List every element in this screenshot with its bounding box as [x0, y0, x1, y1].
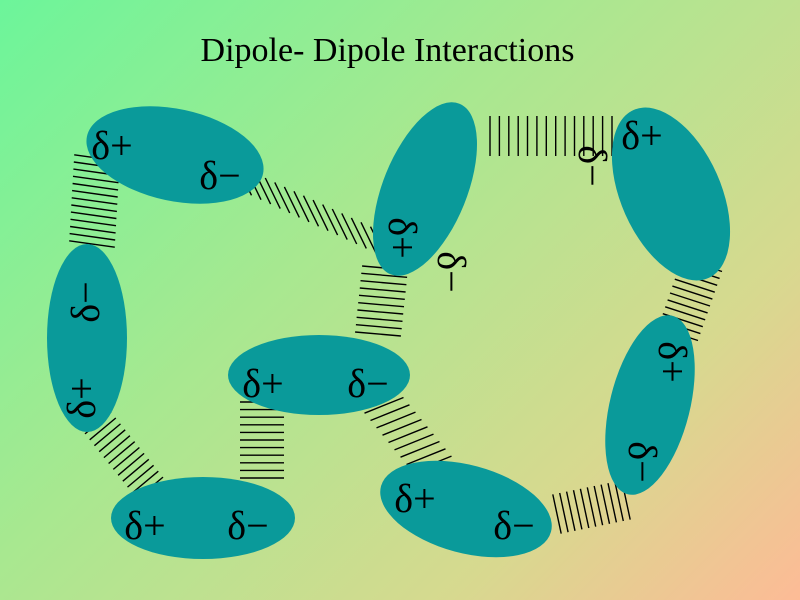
delta-plus-label: δ+ [242, 361, 283, 406]
molecule-ellipse [372, 102, 478, 276]
molecule-m5: δ+δ− [372, 102, 478, 293]
molecule-ellipse [86, 106, 264, 204]
molecule-m2: δ− δ+ [47, 244, 127, 432]
bond-m5-m6 [489, 116, 613, 156]
delta-minus-label: δ− [199, 153, 240, 198]
bond-m7-m8 [552, 480, 631, 534]
molecules: δ+δ−δ−δ+δ+δ−δ+δ−δ+δ−δ+δ−δ+δ−δ+δ− [47, 102, 731, 559]
molecule-m7: δ+ δ− [605, 315, 695, 495]
delta-plus-label: δ+ [91, 123, 132, 168]
bond-m2-m3 [84, 411, 164, 500]
molecule-ellipse [380, 460, 552, 558]
delta-minus-label: δ− [429, 251, 474, 292]
molecule-m1: δ+ δ− [86, 106, 264, 204]
bond-m3-m4 [240, 401, 284, 479]
delta-minus-label: δ− [63, 281, 108, 322]
delta-plus-label: δ+ [380, 217, 425, 258]
molecule-ellipse [605, 315, 695, 495]
delta-plus-label: δ+ [621, 113, 662, 158]
delta-plus-label: δ+ [650, 341, 695, 382]
delta-minus-label: δ− [570, 145, 615, 186]
diagram-title: Dipole- Dipole Interactions [200, 32, 575, 69]
molecule-m8: δ+ δ− [380, 460, 552, 558]
delta-minus-label: δ− [620, 441, 665, 482]
delta-plus-label: δ+ [124, 503, 165, 548]
molecule-m6: δ+δ− [570, 107, 731, 281]
interaction-bonds [69, 116, 723, 534]
molecule-ellipse [611, 107, 731, 281]
bond-m1-m2 [69, 154, 120, 248]
delta-minus-label: δ− [347, 361, 388, 406]
delta-plus-label: δ+ [59, 377, 104, 418]
molecule-m3: δ+ δ− [111, 477, 295, 559]
delta-minus-label: δ− [227, 503, 268, 548]
bond-m4-m5 [355, 265, 408, 337]
delta-plus-label: δ+ [394, 476, 435, 521]
molecule-ellipse [47, 244, 127, 432]
molecule-m4: δ+ δ− [228, 335, 410, 415]
molecule-ellipse [111, 477, 295, 559]
molecule-ellipse [228, 335, 410, 415]
delta-minus-label: δ− [493, 503, 534, 548]
